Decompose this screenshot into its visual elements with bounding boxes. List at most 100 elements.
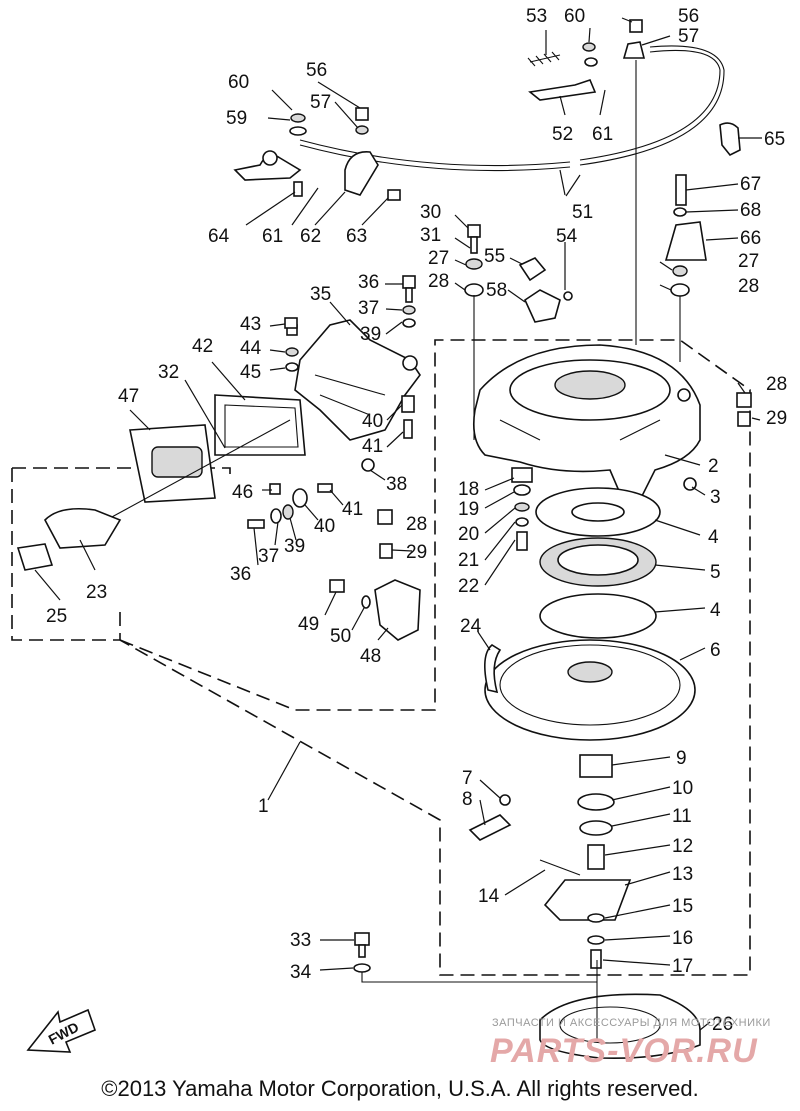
control-cable	[299, 45, 725, 172]
callout-27a: 27	[428, 248, 449, 269]
callout-55: 55	[484, 246, 505, 267]
callout-61b: 61	[592, 124, 613, 145]
callout-12: 12	[672, 836, 693, 857]
callout-38: 38	[386, 474, 407, 495]
callout-31: 31	[420, 225, 441, 246]
callout-16: 16	[672, 928, 693, 949]
callout-numbers: 1 2 3 4 5 4 6 9 10 11 12 13 14 15 16 17 …	[46, 6, 787, 1035]
recoil-housing	[472, 344, 701, 506]
callout-27b: 27	[738, 251, 759, 272]
linkage-left	[233, 107, 401, 201]
callout-43: 43	[240, 314, 261, 335]
callout-58: 58	[486, 280, 507, 301]
callout-21: 21	[458, 550, 479, 571]
fwd-arrow: FWD	[26, 1008, 97, 1053]
callout-57b: 57	[678, 26, 699, 47]
callout-28b: 28	[738, 276, 759, 297]
callout-60a: 60	[228, 72, 249, 93]
callout-32: 32	[158, 362, 179, 383]
callout-17: 17	[672, 956, 693, 977]
callout-5: 5	[710, 562, 721, 583]
callout-49: 49	[298, 614, 319, 635]
callout-22: 22	[458, 576, 479, 597]
callout-44: 44	[240, 338, 262, 359]
watermark-logo: PARTS-VOR.RU	[490, 1032, 758, 1070]
callout-37b: 37	[258, 546, 279, 567]
callout-33: 33	[290, 930, 311, 951]
callout-59: 59	[226, 108, 247, 129]
watermark-tagline: ЗАПЧАСТИ И АКСЕССУАРЫ ДЛЯ МОТОТЕХНИКИ	[492, 1017, 771, 1029]
callout-48: 48	[360, 646, 381, 667]
bolt-33	[353, 932, 371, 973]
callout-28c: 28	[766, 374, 787, 395]
callout-35: 35	[310, 284, 331, 305]
callout-34: 34	[290, 962, 312, 983]
callout-25: 25	[46, 606, 67, 627]
callout-30: 30	[420, 202, 441, 223]
callout-63: 63	[346, 226, 367, 247]
assembly-outline	[11, 339, 751, 976]
sheave-drum	[484, 639, 696, 741]
callout-20: 20	[458, 524, 479, 545]
starter-case	[361, 960, 701, 1060]
callout-57a: 57	[310, 92, 331, 113]
callout-50: 50	[330, 626, 351, 647]
callout-54: 54	[556, 226, 578, 247]
callout-15: 15	[672, 896, 693, 917]
callout-19: 19	[458, 499, 479, 520]
callout-52: 52	[552, 124, 573, 145]
callout-6: 6	[710, 640, 721, 661]
callout-62: 62	[300, 226, 321, 247]
callout-4a: 4	[708, 527, 719, 548]
callout-47: 47	[118, 386, 139, 407]
callout-67: 67	[740, 174, 761, 195]
callout-36a: 36	[358, 272, 379, 293]
callout-29b: 29	[406, 542, 427, 563]
lower-parts	[468, 754, 632, 969]
linkage-right	[527, 19, 741, 345]
callout-39a: 39	[360, 324, 381, 345]
callout-53: 53	[526, 6, 547, 27]
callout-66: 66	[740, 228, 761, 249]
callout-28a: 28	[428, 271, 449, 292]
callout-61a: 61	[262, 226, 283, 247]
callout-40a: 40	[362, 411, 383, 432]
callout-41a: 41	[362, 436, 383, 457]
callout-36b: 36	[230, 564, 251, 585]
callout-8: 8	[462, 789, 473, 810]
callout-4b: 4	[710, 600, 721, 621]
callout-2: 2	[708, 456, 719, 477]
callout-42: 42	[192, 336, 213, 357]
callout-39b: 39	[284, 536, 305, 557]
callout-3: 3	[710, 487, 721, 508]
callout-28d: 28	[406, 514, 427, 535]
callout-46: 46	[232, 482, 253, 503]
callout-10: 10	[672, 778, 693, 799]
callout-29a: 29	[766, 408, 787, 429]
spring-stack	[535, 487, 661, 639]
callout-18: 18	[458, 479, 479, 500]
bracket-assembly	[16, 319, 421, 571]
copyright-footer: ©2013 Yamaha Motor Corporation, U.S.A. A…	[101, 1076, 699, 1101]
callout-37a: 37	[358, 298, 379, 319]
callout-56a: 56	[306, 60, 327, 81]
callout-60b: 60	[564, 6, 585, 27]
callout-56b: 56	[678, 6, 699, 27]
leader-lines	[34, 17, 762, 1031]
callout-7: 7	[462, 768, 473, 789]
callout-45: 45	[240, 362, 261, 383]
callout-23: 23	[86, 582, 107, 603]
callout-51: 51	[572, 202, 593, 223]
callout-13: 13	[672, 864, 693, 885]
callout-41b: 41	[342, 499, 363, 520]
callout-1: 1	[258, 796, 269, 817]
callout-24: 24	[460, 616, 482, 637]
center-hardware	[464, 174, 752, 551]
callout-40b: 40	[314, 516, 335, 537]
callout-14: 14	[478, 886, 500, 907]
small-hardware	[247, 275, 421, 641]
callout-68: 68	[740, 200, 761, 221]
callout-65: 65	[764, 129, 785, 150]
callout-9: 9	[676, 748, 687, 769]
